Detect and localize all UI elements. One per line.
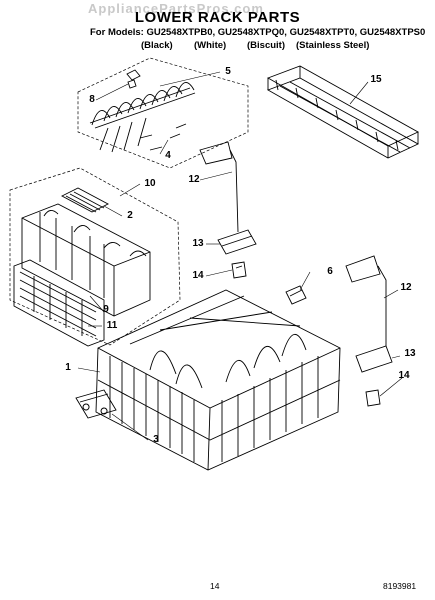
- wheel-carrier-lower: [355, 345, 393, 373]
- basket-lid: [61, 187, 109, 213]
- rack-wheel-lower: [365, 389, 381, 407]
- callout-14-upper: 14: [192, 270, 204, 281]
- lower-rack: [95, 289, 341, 471]
- utensil-tray: [266, 65, 419, 159]
- color-label-black: (Black): [141, 40, 173, 51]
- basket-grid-cover: [13, 259, 105, 347]
- tine-pins: [139, 123, 187, 151]
- leader-lines: [77, 71, 403, 441]
- silverware-basket: [21, 203, 151, 317]
- wheel-carrier-upper: [217, 229, 257, 255]
- callout-11: 11: [106, 320, 118, 331]
- rack-bumper: [285, 285, 307, 305]
- color-label-white: (White): [194, 40, 227, 51]
- callout-9: 9: [103, 304, 109, 315]
- callout-13-upper: 13: [192, 238, 204, 249]
- callout-14-lower: 14: [398, 370, 410, 381]
- page-title: LOWER RACK PARTS: [134, 9, 301, 26]
- callout-4: 4: [165, 150, 171, 161]
- callout-3: 3: [153, 434, 159, 445]
- models-line: For Models: GU2548XTPB0, GU2548XTPQ0, GU…: [90, 27, 426, 38]
- upper-left-dashed-boundary: [77, 57, 249, 169]
- color-label-biscuit: (Biscuit): [247, 40, 285, 51]
- color-label-stainless: (Stainless Steel): [296, 40, 370, 51]
- wheel-assembly: [75, 389, 117, 419]
- callout-8: 8: [89, 94, 95, 105]
- rack-hanger-lower: [345, 255, 387, 346]
- rack-wheel-upper: [231, 261, 247, 279]
- rack-clip-small: [126, 69, 141, 89]
- callout-12-lower: 12: [400, 282, 412, 293]
- callout-13-lower: 13: [404, 348, 416, 359]
- rack-hanger-upper: [199, 141, 239, 233]
- callout-2: 2: [127, 210, 133, 221]
- basket-dashed-boundary: [9, 167, 181, 346]
- part-number: 8193981: [383, 581, 417, 591]
- callout-15: 15: [370, 74, 382, 85]
- page-number: 14: [210, 581, 220, 591]
- tine-row-assembly: [89, 82, 196, 153]
- callout-6: 6: [327, 266, 333, 277]
- callout-1: 1: [65, 362, 71, 373]
- callout-10: 10: [144, 178, 156, 189]
- callout-5: 5: [225, 66, 231, 77]
- callout-12-upper: 12: [188, 174, 200, 185]
- watermark: AppliancePartsPros.com: [88, 1, 264, 16]
